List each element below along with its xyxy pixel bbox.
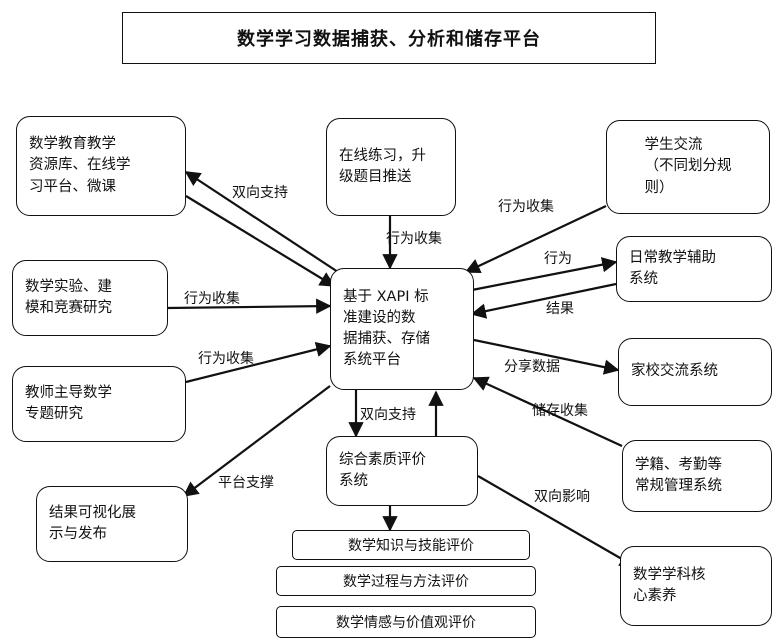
label-two-way-support-bottom: 双向支持 [360,407,416,423]
node-visualization-text: 结果可视化展 示与发布 [49,504,136,542]
node-daily-teaching-text: 日常教学辅助 系统 [629,249,716,287]
label-collect-top: 行为收集 [386,231,442,247]
diagram-title: 数学学习数据捕获、分析和储存平台 [122,12,656,64]
node-visualization: 结果可视化展 示与发布 [36,486,188,562]
node-daily-teaching: 日常教学辅助 系统 [616,236,772,302]
label-platform-support: 平台支撑 [218,475,274,491]
node-teacher-topic: 教师主导数学 专题研究 [12,366,186,442]
node-home-school: 家校交流系统 [618,338,772,406]
node-core-literacy: 数学学科核 心素养 [620,546,772,626]
arrow-student-to-center [464,205,607,274]
eval-item-emotion: 数学情感与价值观评价 [276,606,536,638]
node-admin: 学籍、考勤等 常规管理系统 [622,440,772,512]
node-core-literacy-text: 数学学科核 心素养 [633,566,706,604]
label-two-way-influence: 双向影响 [534,489,590,505]
node-online-practice-text: 在线练习，升 级题目推送 [339,147,426,185]
label-behavior: 行为 [544,251,572,267]
arrow-experiment-to-center [167,298,332,314]
node-resources: 数学教育教学 资源库、在线学 习平台、微课 [16,116,186,216]
arrow-center-to-visualization [182,385,331,497]
label-collect-student: 行为收集 [498,199,554,215]
arrow-admin-to-center [472,376,623,447]
label-result: 结果 [546,301,574,317]
label-collect-experiment: 行为收集 [184,291,240,307]
arrow-evaluation-to-core [477,475,636,567]
node-online-practice: 在线练习，升 级题目推送 [326,118,456,216]
label-collect-teacher: 行为收集 [198,351,254,367]
label-two-way-support-top: 双向支持 [232,185,288,201]
node-student-exchange-text: 学生交流 （不同划分规 则） [644,137,732,196]
arrow-center-to-resources [184,171,339,273]
arrow-center-to-homeschool [473,338,620,375]
eval-item-knowledge: 数学知识与技能评价 [292,530,530,560]
label-store-collect: 储存收集 [532,403,588,419]
node-evaluation-text: 综合素质评价 系统 [339,451,426,489]
node-center-platform-text: 基于 XAPI 标 准建设的数 据捕获、存储 系统平台 [343,288,430,369]
node-evaluation: 综合素质评价 系统 [326,436,478,506]
node-center-platform: 基于 XAPI 标 准建设的数 据捕获、存储 系统平台 [330,268,474,390]
node-teacher-topic-text: 教师主导数学 专题研究 [25,384,112,422]
arrow-resources-to-center [185,195,336,287]
label-share-data: 分享数据 [504,359,560,375]
node-home-school-text: 家校交流系统 [631,363,718,380]
node-student-exchange: 学生交流 （不同划分规 则） [606,120,770,214]
arrow-center-to-daily [471,257,618,292]
eval-item-process: 数学过程与方法评价 [276,566,536,596]
node-resources-text: 数学教育教学 资源库、在线学 习平台、微课 [29,136,131,195]
arrow-teacher-to-center [185,341,332,384]
arrow-daily-to-center [470,282,617,319]
node-experiment-text: 数学实验、建 模和竞赛研究 [25,278,112,316]
node-admin-text: 学籍、考勤等 常规管理系统 [635,456,722,494]
node-experiment: 数学实验、建 模和竞赛研究 [12,260,168,336]
